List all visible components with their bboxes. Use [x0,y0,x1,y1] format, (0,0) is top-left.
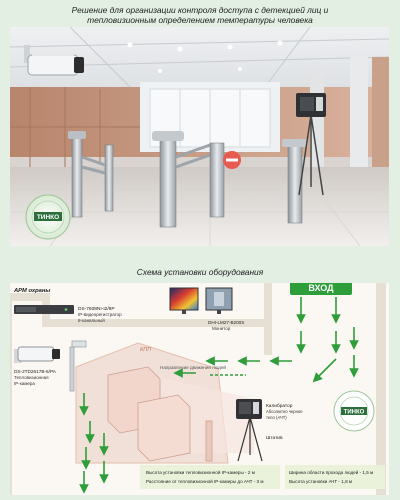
nvr-icon [14,305,74,314]
info-left-2: Расстояние от тепловизионной IP-камеры д… [146,478,264,484]
nvr-model: DS-7608NI-I2/8P [78,306,115,312]
tinko-seal-icon: TИНКО [25,194,71,240]
stop-sign-icon [223,151,241,169]
kpp-label: КПП [140,347,151,353]
nvr-desc-1: IP-видеорегистратор [78,312,122,317]
turnstile-icon [68,131,308,228]
main-title-line-2: тепловизионным определением температуры … [87,15,313,25]
arm-label: АРМ охраны [13,288,50,294]
camera-desc-1: Тепловизионная [14,375,49,380]
thermal-camera-icon [24,45,84,76]
turnstile-icon [69,340,213,462]
camera-desc-2: IP-камера [14,381,35,386]
svg-text:TИНКО: TИНКО [344,410,365,416]
scheme-title: Схема установки оборудования [136,267,264,277]
info-left-1: Высота установки тепловизионной IP-камер… [146,469,255,475]
nvr-desc-2: 8-канальный [78,317,105,323]
main-title-line-1: Решение для организации контроля доступа… [71,5,329,15]
entrance-label: ВХОД [308,283,334,293]
calibrator-desc-1: Абсолютно черное [266,409,303,414]
blackbody-calibrator-icon [296,93,326,196]
monitor-model: DHI-LM27-B200S [208,320,244,325]
installation-scheme: КПП [10,283,389,495]
blackbody-calibrator-icon [236,399,263,462]
main-title: Решение для организации контроля доступа… [0,5,400,25]
tripod-label: Штатив [266,435,283,441]
entrance-badge: ВХОД [290,283,352,295]
info-right-2: Высота установки АЧТ - 1,8 м [289,479,352,484]
svg-text:TИНКО: TИНКО [37,214,59,221]
flow-label: Направление движения людей [160,364,226,370]
lobby-photo: TИНКО [10,27,389,246]
monitor-desc: Монитор [212,326,231,331]
tinko-seal-icon: TИНКО [333,390,375,432]
camera-model: DS-2TD2617B-6/PA [14,369,57,374]
thermal-camera-icon [14,346,60,363]
monitor-icon [169,287,233,314]
calibrator-title: Калибратор [266,403,293,409]
info-right-1: Ширина области прохода людей - 1,5 м [289,469,373,475]
calibrator-desc-2: тело (АЧТ) [266,415,287,420]
